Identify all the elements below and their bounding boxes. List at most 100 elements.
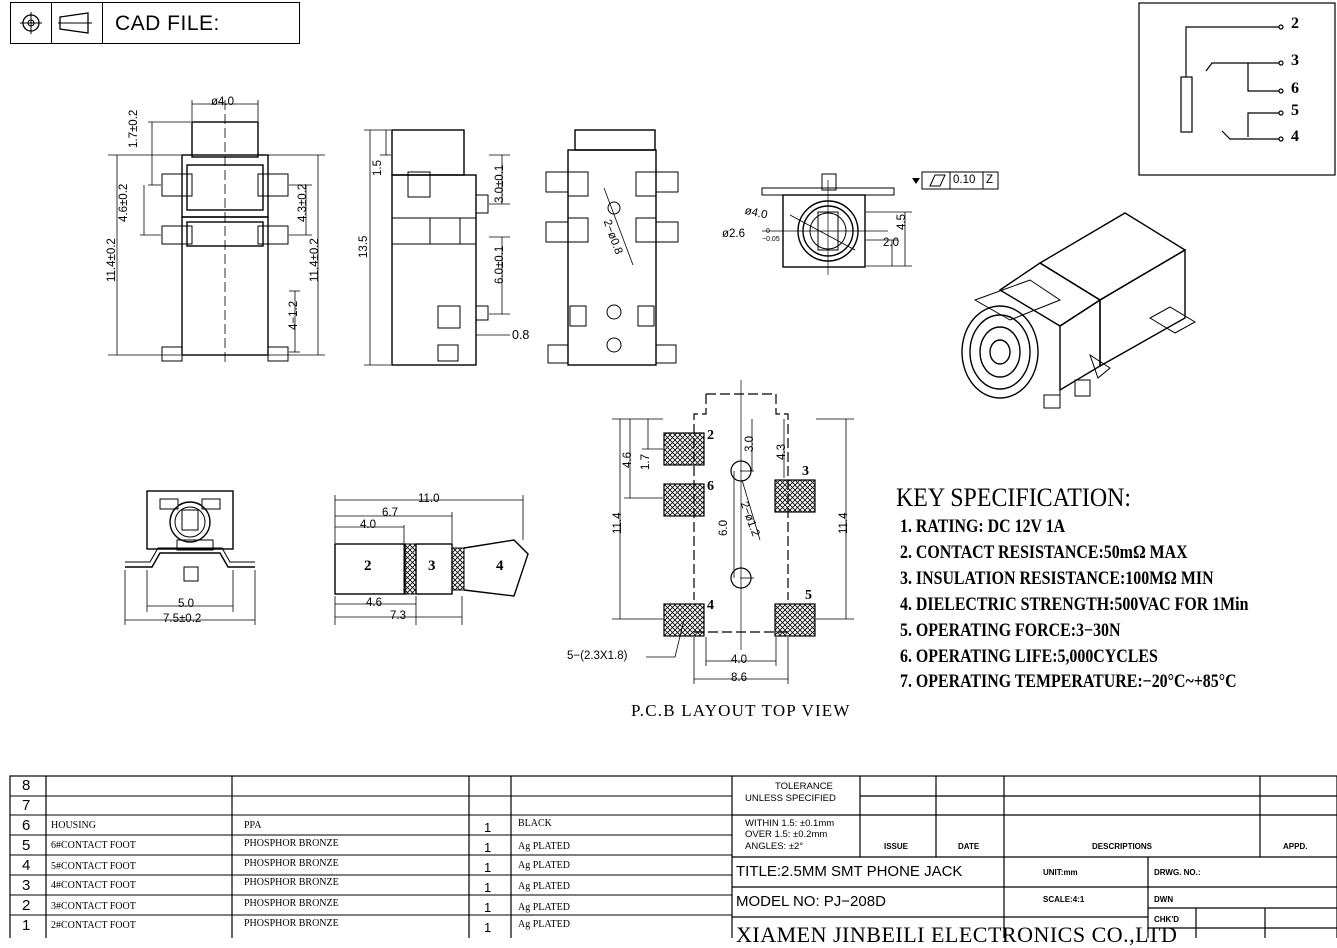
- dim-label: 11.0: [418, 493, 440, 505]
- dim-label: 4.0: [731, 654, 747, 666]
- circuit-schematic: [1138, 2, 1336, 176]
- dim-label: 11.4: [612, 512, 624, 534]
- pcb-layout: [612, 380, 854, 684]
- pad-label: 2: [707, 428, 714, 443]
- dim-label: 4−1.2: [288, 300, 300, 330]
- dim-label: 4.6±0.2: [118, 183, 130, 222]
- dim-label: ø2.6: [722, 228, 746, 240]
- finish: Ag PLATED: [518, 841, 570, 852]
- drawing-title: TITLE:2.5MM SMT PHONE JACK: [736, 863, 963, 880]
- plug-segment-label: 3: [428, 558, 436, 574]
- quantity: 1: [484, 920, 492, 935]
- dim-label: 6.7: [382, 507, 398, 519]
- material: PHOSPHOR BRONZE: [244, 877, 339, 888]
- spec-item: 7. OPERATING TEMPERATURE:−20°C~+85°C: [900, 672, 1237, 692]
- key-spec-title: KEY SPECIFICATION:: [896, 483, 1132, 512]
- part-name: 4#CONTACT FOOT: [51, 880, 136, 891]
- row-number: 3: [22, 877, 31, 894]
- dim-label: 6.0±0.1: [494, 245, 506, 284]
- finish: Ag PLATED: [518, 902, 570, 913]
- dim-label: 11.4: [838, 512, 850, 534]
- spec-item: 3. INSULATION RESISTANCE:100MΩ MIN: [900, 569, 1214, 589]
- quantity: 1: [484, 840, 492, 855]
- dim-label: 7.3: [390, 610, 406, 622]
- pin-label: 3: [1291, 52, 1299, 69]
- dim-label: 0.8: [512, 328, 530, 342]
- part-name: 3#CONTACT FOOT: [51, 901, 136, 912]
- dim-label: 6.0: [718, 520, 730, 536]
- pin-label: 6: [1291, 80, 1299, 97]
- pin-label: 2: [1291, 15, 1299, 32]
- dim-label: 5.0: [178, 598, 194, 610]
- first-angle-projection-icon: [11, 3, 52, 43]
- drawn-by-label: DWN: [1154, 895, 1174, 904]
- front-view: [108, 100, 325, 365]
- pin-label: 4: [1291, 128, 1299, 145]
- part-name: 5#CONTACT FOOT: [51, 861, 136, 872]
- dim-label: 4.6: [622, 452, 634, 468]
- dim-label: 0: [766, 228, 770, 235]
- rear-view: [124, 490, 256, 625]
- dim-label: 1.5: [372, 160, 384, 176]
- scale-label: SCALE:4:1: [1043, 895, 1085, 904]
- dim-label: 11.4±0.2: [309, 238, 321, 282]
- dim-label: 3.0: [744, 436, 756, 452]
- pin-label: 5: [1291, 102, 1299, 119]
- flatness-value: 0.10: [953, 174, 976, 186]
- dim-label: 1.7±0.2: [128, 109, 140, 148]
- unit-label: UNIT:mm: [1043, 868, 1078, 877]
- pad-label: 4: [707, 598, 714, 613]
- dim-label: 11.4±0.2: [106, 238, 118, 282]
- dim-label: 1.7: [640, 454, 652, 470]
- spec-item: 2. CONTACT RESISTANCE:50mΩ MAX: [900, 543, 1188, 563]
- part-name: HOUSING: [51, 820, 96, 831]
- dim-label: 4.0: [360, 519, 376, 531]
- row-number: 6: [22, 817, 31, 834]
- dim-label: 4.5: [896, 214, 908, 230]
- checked-by-label: CHK'D: [1154, 915, 1180, 924]
- dim-label: −0.05: [762, 236, 780, 243]
- finish: Ag PLATED: [518, 860, 570, 871]
- quantity: 1: [484, 820, 492, 835]
- bottom-view: [545, 129, 679, 366]
- spec-item: 4. DIELECTRIC STRENGTH:500VAC FOR 1Min: [900, 595, 1249, 615]
- face-view: [761, 171, 999, 275]
- material: PHOSPHOR BRONZE: [244, 838, 339, 849]
- cad-file-box: CAD FILE:: [10, 2, 300, 44]
- descriptions-header: DESCRIPTIONS: [1092, 842, 1153, 851]
- side-view: [364, 129, 510, 366]
- row-number: 8: [22, 777, 31, 794]
- isometric-view: [961, 212, 1197, 409]
- part-name: 6#CONTACT FOOT: [51, 840, 136, 851]
- pad-label: 6: [707, 479, 714, 494]
- tolerance-header: TOLERANCE: [775, 781, 833, 792]
- tolerance-line: ANGLES: ±2°: [745, 841, 804, 852]
- finish: Ag PLATED: [518, 881, 570, 892]
- pad-label: 5: [805, 588, 812, 603]
- dim-label: 5−(2.3X1.8): [567, 650, 628, 662]
- tolerance-header: UNLESS SPECIFIED: [745, 793, 836, 804]
- dim-label: 3.0±0.1: [494, 164, 506, 203]
- datum-label: Z: [986, 174, 994, 186]
- projection-cone-icon: [52, 3, 103, 43]
- drawing-number-label: DRWG. NO.:: [1154, 868, 1201, 877]
- quantity: 1: [484, 900, 492, 915]
- spec-item: 5. OPERATING FORCE:3−30N: [900, 621, 1121, 641]
- row-number: 2: [22, 897, 31, 914]
- material: PHOSPHOR BRONZE: [244, 858, 339, 869]
- dim-label: 4.6: [366, 597, 382, 609]
- material: PHOSPHOR BRONZE: [244, 898, 339, 909]
- spec-item: 6. OPERATING LIFE:5,000CYCLES: [900, 647, 1158, 667]
- pad-label: 3: [802, 464, 809, 479]
- quantity: 1: [484, 880, 492, 895]
- plug-diagram: [334, 495, 529, 625]
- plug-segment-label: 4: [496, 558, 504, 574]
- pcb-layout-caption: P.C.B LAYOUT TOP VIEW: [631, 701, 851, 720]
- finish: BLACK: [518, 818, 552, 829]
- dim-label: 4.3: [776, 444, 788, 460]
- material: PPA: [244, 820, 262, 831]
- dim-label: 4.3±0.2: [297, 183, 309, 222]
- row-number: 4: [22, 857, 31, 874]
- tolerance-line: WITHIN 1.5: ±0.1mm: [745, 818, 835, 829]
